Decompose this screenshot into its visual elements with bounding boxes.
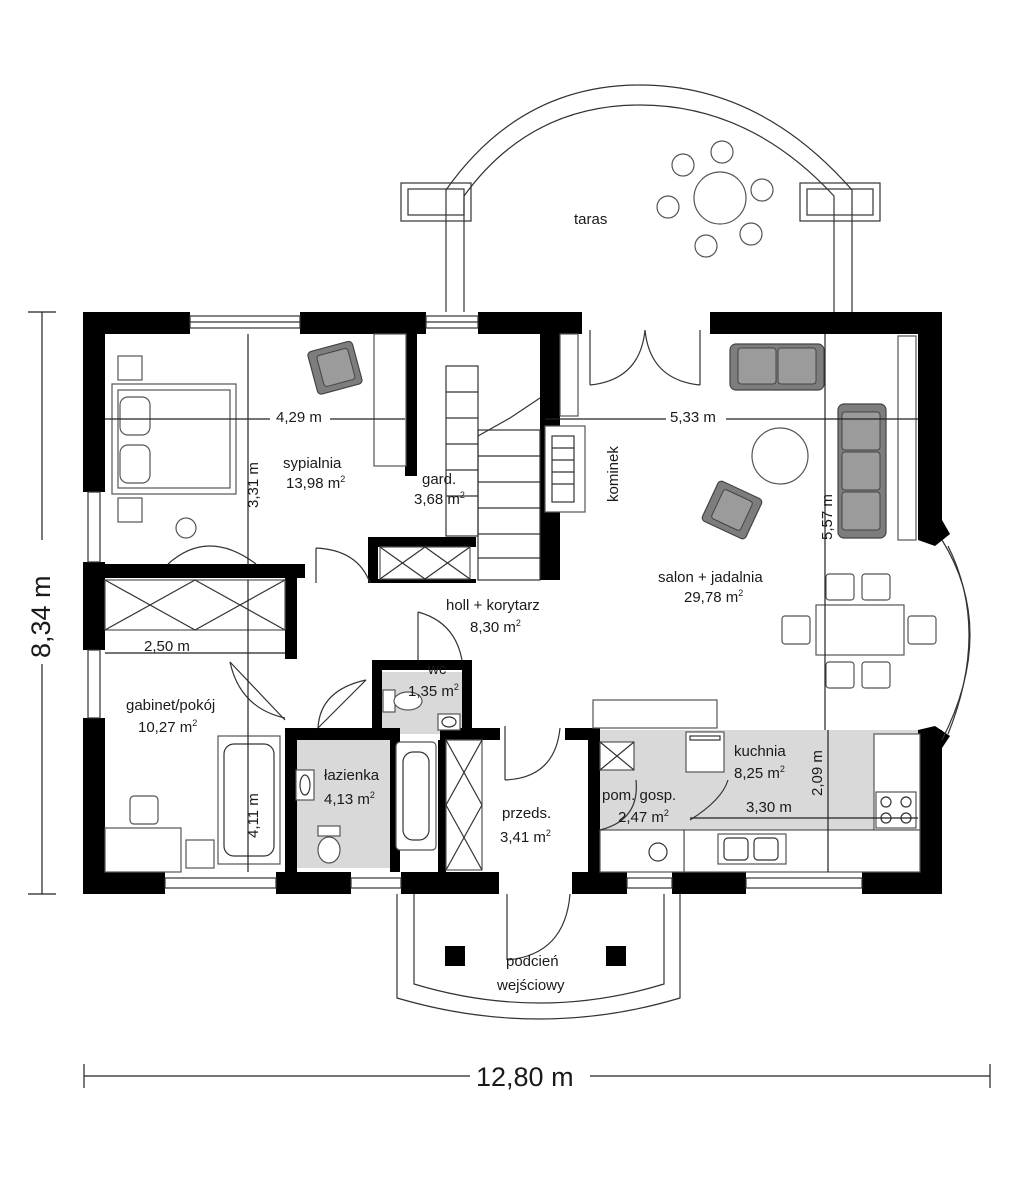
vestibule-name: przeds.	[502, 805, 551, 822]
bedroom-furniture	[111, 333, 407, 565]
bathroom-fixtures	[295, 741, 437, 864]
dim-office-width: 2,50 m	[144, 638, 190, 655]
porch-line1: podcień	[506, 953, 559, 970]
fireplace	[544, 333, 586, 513]
office-name: gabinet/pokój	[126, 697, 215, 714]
bathroom-area-sup: 2	[370, 790, 375, 800]
dim-total-depth: 8,34 m	[26, 575, 56, 658]
dim-bedroom-width: 4,29 m	[276, 409, 322, 426]
dim-office-depth: 4,11 m	[245, 793, 262, 838]
kitchen-floor	[598, 730, 920, 830]
wardrobe-area: 3,68 m	[414, 491, 460, 508]
wc-area: 1,35 m	[408, 683, 454, 700]
dim-total-width: 12,80 m	[476, 1062, 574, 1092]
utility-area-sup: 2	[664, 808, 669, 818]
patio-table-set	[656, 140, 774, 258]
svg-text:8,25 m2: 8,25 m2	[734, 764, 785, 782]
dim-bedroom-depth: 3,31 m	[245, 462, 262, 508]
kitchen-fixtures	[599, 731, 921, 873]
hall-name: holl + korytarz	[446, 597, 540, 614]
living-furniture	[592, 335, 937, 729]
windows	[87, 315, 971, 889]
door-swings	[229, 547, 729, 961]
svg-text:2,47 m2: 2,47 m2	[618, 808, 669, 826]
living-name: salon + jadalnia	[658, 569, 763, 586]
wardrobe-area-sup: 2	[460, 490, 465, 500]
label-terrace: taras	[574, 211, 607, 228]
kitchen-name: kuchnia	[734, 743, 786, 760]
wardrobe-closet	[379, 546, 471, 580]
wardrobe-name: gard.	[422, 471, 456, 488]
entrance-porch	[396, 894, 681, 1020]
office-closet	[104, 579, 286, 631]
bedroom-area: 13,98 m	[286, 475, 340, 492]
bedroom-area-sup: 2	[340, 474, 345, 484]
bathroom-name: łazienka	[324, 767, 380, 784]
office-area: 10,27 m	[138, 719, 192, 736]
living-armchair	[701, 480, 763, 540]
bathtub	[395, 741, 437, 851]
dining-table	[815, 604, 905, 656]
living-area-sup: 2	[738, 588, 743, 598]
svg-text:1,35 m2: 1,35 m2	[408, 682, 459, 700]
office-furniture	[104, 735, 281, 873]
dim-kitchen-depth: 2,09 m	[809, 750, 826, 796]
desk	[104, 827, 182, 873]
bathroom-area: 4,13 m	[324, 791, 370, 808]
coffee-table	[751, 427, 809, 485]
utility-area: 2,47 m	[618, 809, 664, 826]
dim-kitchen-width: 3,30 m	[746, 799, 792, 816]
svg-text:13,98 m2: 13,98 m2	[286, 474, 345, 492]
dim-living-width: 5,33 m	[670, 409, 716, 426]
svg-text:29,78 m2: 29,78 m2	[684, 588, 743, 606]
cooktop	[875, 791, 917, 829]
porch-line2: wejściowy	[496, 977, 565, 994]
staircase	[445, 365, 541, 581]
svg-text:10,27 m2: 10,27 m2	[138, 718, 197, 736]
vestibule-area: 3,41 m	[500, 829, 546, 846]
terrace-doors	[589, 329, 701, 386]
utility-name: pom. gosp.	[602, 787, 676, 804]
office-bath-unit	[217, 735, 281, 865]
hall-area-sup: 2	[516, 618, 521, 628]
svg-text:3,68 m2: 3,68 m2	[414, 490, 465, 508]
svg-text:4,13 m2: 4,13 m2	[324, 790, 375, 808]
dim-living-depth: 5,57 m	[819, 494, 836, 540]
exterior-walls	[83, 312, 950, 894]
wc-area-sup: 2	[454, 682, 459, 692]
office-area-sup: 2	[192, 718, 197, 728]
kitchen-sink	[717, 833, 787, 865]
labels: taras 4,29 m 5,33 m 3,31 m 5,57 m sypial…	[24, 211, 836, 1092]
kitchen-area: 8,25 m	[734, 765, 780, 782]
vestibule-closet	[445, 739, 483, 871]
bedroom-armchair	[307, 340, 363, 395]
label-fireplace: kominek	[605, 446, 622, 502]
svg-text:3,41 m2: 3,41 m2	[500, 828, 551, 846]
wc-fixtures	[382, 689, 461, 731]
living-area: 29,78 m	[684, 589, 738, 606]
kitchen-area-sup: 2	[780, 764, 785, 774]
svg-text:8,30 m2: 8,30 m2	[470, 618, 521, 636]
hall-area: 8,30 m	[470, 619, 516, 636]
wc-name: wc	[427, 661, 447, 678]
bedroom-name: sypialnia	[283, 455, 342, 472]
vestibule-area-sup: 2	[546, 828, 551, 838]
fridge	[685, 731, 725, 773]
terrace	[400, 84, 881, 312]
bathroom-floor	[292, 740, 392, 868]
